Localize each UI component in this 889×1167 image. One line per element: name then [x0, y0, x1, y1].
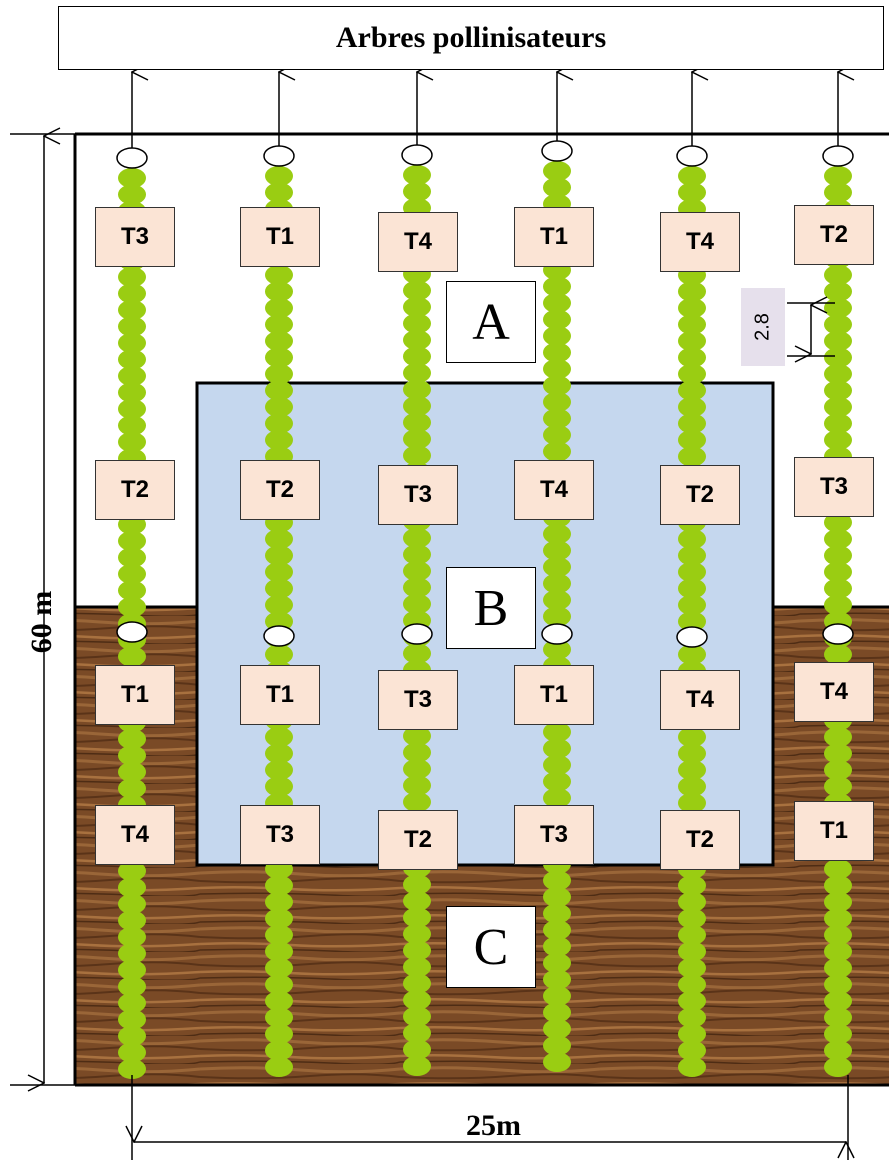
treatment-label: T4	[660, 212, 740, 272]
tree-dot	[543, 1052, 571, 1072]
width-dimension-label: 25m	[466, 1109, 521, 1143]
pollinator-marker-mid	[542, 624, 572, 644]
spacing-label: 2.8	[752, 313, 775, 341]
tree-dot	[824, 1057, 852, 1077]
treatment-label: T3	[378, 670, 458, 730]
zone-b-label: B	[446, 567, 536, 649]
treatment-label: T4	[378, 212, 458, 272]
pollinator-marker-top	[264, 146, 294, 166]
treatment-label: T1	[514, 665, 594, 725]
pollinator-marker-mid	[677, 627, 707, 647]
treatment-label: T1	[240, 665, 320, 725]
treatment-label: T2	[794, 205, 874, 265]
pollinator-marker-mid	[823, 624, 853, 644]
treatment-label: T4	[794, 662, 874, 722]
tree-row	[265, 166, 293, 1077]
pollinator-marker-mid	[264, 626, 294, 646]
treatment-label: T2	[378, 810, 458, 870]
tree-row	[543, 161, 571, 1072]
pollinator-marker-mid	[117, 622, 147, 642]
treatment-label: T2	[95, 460, 175, 520]
spacing-label-box: 2.8	[741, 288, 785, 366]
pollinator-marker-top	[823, 146, 853, 166]
treatment-label: T1	[514, 207, 594, 267]
pollinator-marker-top	[542, 141, 572, 161]
header-title: Arbres pollinisateurs	[336, 21, 606, 55]
treatment-label: T2	[240, 460, 320, 520]
zone-a-label: A	[446, 281, 536, 363]
treatment-label: T3	[95, 207, 175, 267]
tree-row	[403, 165, 431, 1076]
zone-c-label: C	[446, 906, 536, 988]
treatment-label: T1	[240, 207, 320, 267]
treatment-label: T2	[660, 465, 740, 525]
treatment-label: T3	[794, 457, 874, 517]
tree-row	[678, 166, 706, 1077]
treatment-label: T4	[514, 460, 594, 520]
tree-dot	[678, 1057, 706, 1077]
treatment-label: T2	[660, 810, 740, 870]
pollinator-trees-header: Arbres pollinisateurs	[58, 6, 884, 70]
tree-dot	[403, 1056, 431, 1076]
treatment-label: T4	[95, 805, 175, 865]
treatment-label: T3	[514, 805, 594, 865]
treatment-label: T3	[240, 805, 320, 865]
pollinator-marker-top	[402, 145, 432, 165]
height-dimension-label: 60 m	[25, 591, 59, 654]
treatment-label: T4	[660, 670, 740, 730]
pollinator-marker-top	[677, 146, 707, 166]
tree-dot	[265, 1057, 293, 1077]
treatment-label: T3	[378, 465, 458, 525]
pollinator-marker-top	[117, 148, 147, 168]
treatment-label: T1	[95, 665, 175, 725]
pollinator-marker-mid	[402, 624, 432, 644]
treatment-label: T1	[794, 801, 874, 861]
